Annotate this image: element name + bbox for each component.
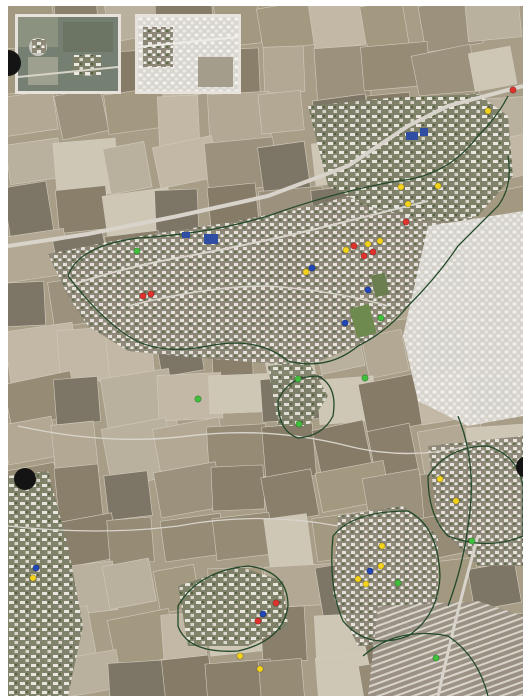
yellow-marker — [436, 475, 444, 483]
field-parcel — [467, 45, 518, 93]
blue-marker — [259, 610, 267, 618]
public-building — [420, 128, 428, 136]
map-markers — [29, 86, 517, 673]
yellow-marker — [378, 542, 386, 550]
yellow-marker — [342, 246, 350, 254]
blue-marker — [308, 264, 316, 272]
field-parcel — [54, 185, 111, 234]
blue-marker — [366, 567, 374, 575]
yellow-marker — [377, 562, 385, 570]
secondary-road — [67, 200, 429, 287]
field-parcel — [257, 658, 305, 696]
river-line — [447, 415, 472, 607]
greenhouses — [368, 601, 523, 696]
red-marker — [350, 242, 358, 250]
public-building — [204, 234, 218, 244]
yellow-marker — [364, 240, 372, 248]
field-parcel — [464, 6, 523, 43]
field-parcel — [360, 328, 410, 380]
yellow-marker — [397, 183, 405, 191]
public-building — [182, 232, 190, 238]
field-road — [17, 425, 469, 455]
red-marker — [509, 86, 517, 94]
local-road — [127, 285, 389, 307]
aerial-map-board — [8, 6, 523, 696]
field-parcel — [103, 470, 153, 521]
river-road — [436, 535, 480, 696]
road-network — [8, 84, 523, 696]
field-parcel — [53, 463, 104, 525]
settlement-southcentral — [178, 566, 288, 646]
boundary-south — [331, 510, 441, 642]
red-marker — [139, 292, 147, 300]
boundary-center — [277, 375, 335, 439]
green-marker — [468, 537, 476, 545]
main-road — [8, 84, 523, 248]
settlement-center — [268, 361, 328, 426]
green-marker — [133, 247, 141, 255]
field-parcel — [8, 281, 46, 328]
yellow-marker — [362, 580, 370, 588]
yellow-marker — [484, 107, 492, 115]
red-marker — [254, 617, 262, 625]
field-parcel — [53, 86, 110, 141]
green-marker — [295, 420, 303, 428]
red-marker — [272, 599, 280, 607]
inset-photo-right — [135, 14, 241, 94]
field-parcel — [101, 557, 157, 610]
red-marker — [402, 218, 410, 226]
green-marker — [294, 375, 302, 383]
yellow-marker — [354, 575, 362, 583]
inset-photo-left — [15, 14, 121, 94]
boundary-village — [177, 565, 289, 652]
boundary-greenhouse — [362, 632, 489, 696]
public-buildings — [182, 128, 428, 244]
public-building — [406, 132, 418, 140]
yellow-marker — [256, 665, 264, 673]
boundary-north — [67, 95, 509, 277]
field-parcel — [106, 516, 155, 566]
field-road-2 — [8, 517, 339, 532]
green-marker — [361, 374, 369, 382]
field-parcel — [257, 89, 305, 135]
green-marker — [194, 395, 202, 403]
blue-marker — [341, 319, 349, 327]
field-parcel — [210, 464, 266, 512]
yellow-marker — [236, 652, 244, 660]
yellow-marker — [404, 200, 412, 208]
yellow-marker — [452, 497, 460, 505]
settlement-southwest — [8, 471, 83, 696]
field-parcel — [8, 89, 59, 138]
yellow-marker — [434, 182, 442, 190]
board-clip — [14, 468, 36, 490]
yellow-marker — [302, 268, 310, 276]
boundary-southeast — [427, 445, 523, 545]
yellow-marker — [376, 237, 384, 245]
red-marker — [360, 252, 368, 260]
green-marker — [377, 314, 385, 322]
boundary-main — [67, 155, 510, 365]
sports-field-2 — [370, 272, 390, 298]
boundary-lines — [67, 95, 523, 696]
sports-field — [349, 303, 377, 339]
settlement-southeast — [428, 436, 523, 566]
red-marker — [147, 290, 155, 298]
field-parcel — [53, 376, 101, 426]
blue-marker — [32, 564, 40, 572]
board-clip — [516, 456, 523, 478]
blue-marker — [364, 286, 372, 294]
yellow-marker — [29, 574, 37, 582]
aerial-map — [8, 6, 523, 696]
board-clip — [8, 50, 21, 76]
green-marker — [394, 579, 402, 587]
field-parcel — [102, 141, 153, 195]
field-parcel — [262, 45, 306, 94]
settlement-east — [403, 211, 523, 426]
red-marker — [369, 248, 377, 256]
green-marker — [432, 654, 440, 662]
